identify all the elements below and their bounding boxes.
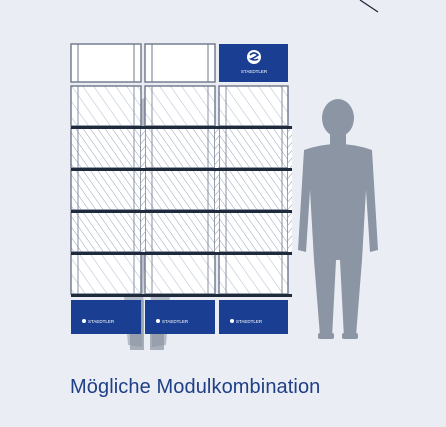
header-module-1 <box>70 43 142 83</box>
base-label-1: STAEDTLER <box>88 319 115 324</box>
base-label-2: STAEDTLER <box>162 319 189 324</box>
base-module-3 <box>219 300 288 334</box>
base-module-2 <box>145 300 215 334</box>
header-logo-text: STAEDTLER <box>241 69 268 74</box>
person-silhouette-right <box>298 99 378 339</box>
base-module-1 <box>71 300 141 334</box>
staedtler-logo-icon <box>247 50 261 64</box>
header-row: STAEDTLER <box>70 43 288 83</box>
base-row: STAEDTLER STAEDTLER STAEDTLER <box>71 300 288 334</box>
caption-text: Mögliche Modulkombination <box>70 376 321 398</box>
shelf-grid <box>70 85 292 297</box>
base-label-3: STAEDTLER <box>236 319 263 324</box>
header-module-2 <box>144 43 216 83</box>
corner-fold-mark <box>359 0 379 13</box>
